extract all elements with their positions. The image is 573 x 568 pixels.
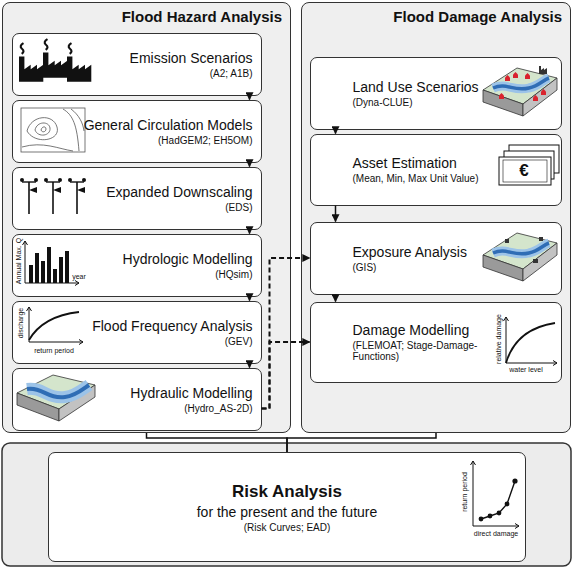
node-title: Hydraulic Modelling [130, 385, 252, 401]
connector [335, 295, 337, 302]
node-subtitle: (Risk Curves; EAD) [244, 522, 331, 533]
connector [249, 297, 251, 301]
process-box: Expanded Downscaling (EDS) [12, 167, 262, 230]
connector [249, 230, 251, 234]
node-title: Land Use Scenarios [353, 79, 479, 95]
axis-label: return period [34, 347, 74, 354]
axis-label: water level [509, 366, 542, 373]
connector [249, 364, 251, 368]
node-subtitle: (HadGEM2; EH5OM) [158, 135, 252, 146]
connector [335, 206, 337, 222]
node-subtitle: (EDS) [225, 202, 252, 213]
node-subtitle: for the present and the future [197, 504, 378, 520]
connector [262, 342, 310, 408]
node-title: Exposure Analysis [353, 244, 467, 260]
node-subtitle: (A2; A1B) [210, 68, 253, 79]
node-title: General Circulation Models [84, 117, 253, 133]
node-subtitle: (Dyna-CLUE) [353, 97, 413, 108]
node-title: Risk Analysis [232, 482, 342, 502]
node-title: Expanded Downscaling [106, 184, 252, 200]
node-title: Emission Scenarios [130, 50, 253, 66]
connector [249, 163, 251, 167]
node-subtitle: (Hydro_AS-2D) [184, 403, 252, 414]
process-box: Flood Frequency Analysis (GEV) [12, 301, 262, 364]
axis-label: discharge [17, 308, 24, 338]
axis-label: year [72, 273, 86, 280]
connector [287, 433, 436, 452]
process-box: Exposure Analysis (GIS) [310, 222, 562, 295]
connector [335, 130, 337, 134]
result-box: Risk Analysis for the present and the fut… [48, 452, 526, 562]
process-box: Hydrologic Modelling (HQsim) [12, 234, 262, 297]
risk-band [2, 443, 571, 566]
node-title: Flood Damage Analysis [393, 8, 562, 25]
node-subtitle: (HQsim) [215, 269, 252, 280]
node-title: Asset Estimation [353, 155, 457, 171]
connector [249, 96, 251, 100]
process-box: Emission Scenarios (A2; A1B) [12, 33, 262, 96]
node-subtitle: (Mean, Min, Max Unit Value) [353, 173, 479, 184]
panel: Flood Hazard AnalysisEmission Scenarios (… [2, 2, 291, 433]
process-box: Land Use Scenarios (Dyna-CLUE) [310, 57, 562, 130]
currency-symbol: € [519, 162, 528, 179]
node-title: Hydrologic Modelling [123, 251, 253, 267]
node-subtitle: (GEV) [225, 336, 253, 347]
axis-label: return period [461, 472, 468, 512]
node-title: Damage Modelling [353, 322, 470, 338]
axis-label: Annual Max. Q [15, 238, 22, 284]
connector [262, 258, 310, 408]
connector [147, 433, 288, 452]
axis-label: relative damage [495, 314, 502, 364]
process-box: General Circulation Models (HadGEM2; EH5O… [12, 100, 262, 163]
node-subtitle: (FLEMOAT; Stage-Damage-Functions) [353, 340, 483, 362]
process-box: Hydraulic Modelling (Hydro_AS-2D) [12, 368, 262, 431]
node-title: Flood Frequency Analysis [92, 318, 252, 334]
node-title: Flood Hazard Analysis [122, 8, 282, 25]
axis-label: direct damage [474, 530, 518, 537]
node-subtitle: (GIS) [353, 262, 377, 273]
